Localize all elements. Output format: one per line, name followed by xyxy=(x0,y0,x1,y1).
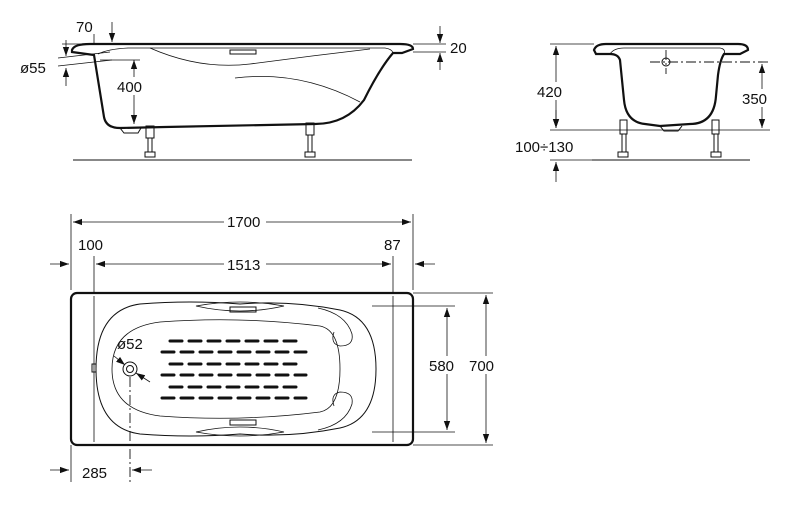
dim-drain-position: 285 xyxy=(82,465,107,482)
end-view-leg-right xyxy=(710,119,722,158)
top-view-drain-inner xyxy=(126,365,134,373)
dim-left-offset: 100 xyxy=(78,237,103,254)
end-view-drain-bump xyxy=(659,125,683,132)
dim-right-offset: 87 xyxy=(384,237,401,254)
dim-inner-length: 1513 xyxy=(227,257,260,274)
top-view-outer-rim xyxy=(69,291,415,447)
dim-overflow-diameter: ø55 xyxy=(20,60,46,77)
top-view-scroll-lower xyxy=(317,391,353,431)
top-view-basin-bottom xyxy=(111,319,341,419)
side-view-wave-upper xyxy=(149,47,371,66)
dim-side-rim-offset: 70 xyxy=(76,19,93,36)
dim-drain-diameter: ø52 xyxy=(117,336,143,353)
top-view-handle-top xyxy=(195,301,285,313)
dim-total-length: 1700 xyxy=(227,214,260,231)
top-view-basin-outline xyxy=(95,301,377,437)
top-view-scroll-upper xyxy=(317,307,353,347)
top-view-overflow-mark xyxy=(91,363,97,373)
dim-leg-range: 100÷130 xyxy=(515,139,573,156)
dim-total-width: 700 xyxy=(469,358,494,375)
side-view-inner-rim xyxy=(97,47,394,55)
dim-end-height: 420 xyxy=(537,84,562,101)
side-view-leg-right xyxy=(304,122,316,158)
side-view-handle xyxy=(229,49,257,55)
end-view: 420 350 100÷130 xyxy=(515,42,782,182)
top-view: ø52 1700 1513 100 87 580 700 xyxy=(50,212,508,482)
top-view-drain-outer xyxy=(122,361,138,377)
end-view-leg-left xyxy=(617,119,629,158)
side-view-drain-bump xyxy=(119,127,142,134)
end-view-inner-rim xyxy=(609,47,725,55)
dim-end-depth: 350 xyxy=(742,91,767,108)
end-view-tub-outline xyxy=(592,42,750,128)
side-view-leg-left xyxy=(144,125,156,158)
side-view-wave-lower xyxy=(234,76,361,103)
side-view: 70 20 ø55 400 xyxy=(20,19,467,161)
dim-inner-width: 580 xyxy=(429,358,454,375)
dim-side-height: 400 xyxy=(117,79,142,96)
dim-side-rim-thickness: 20 xyxy=(450,40,467,57)
top-view-handle-bottom xyxy=(195,419,285,437)
top-view-anti-slip-grips xyxy=(160,339,308,400)
